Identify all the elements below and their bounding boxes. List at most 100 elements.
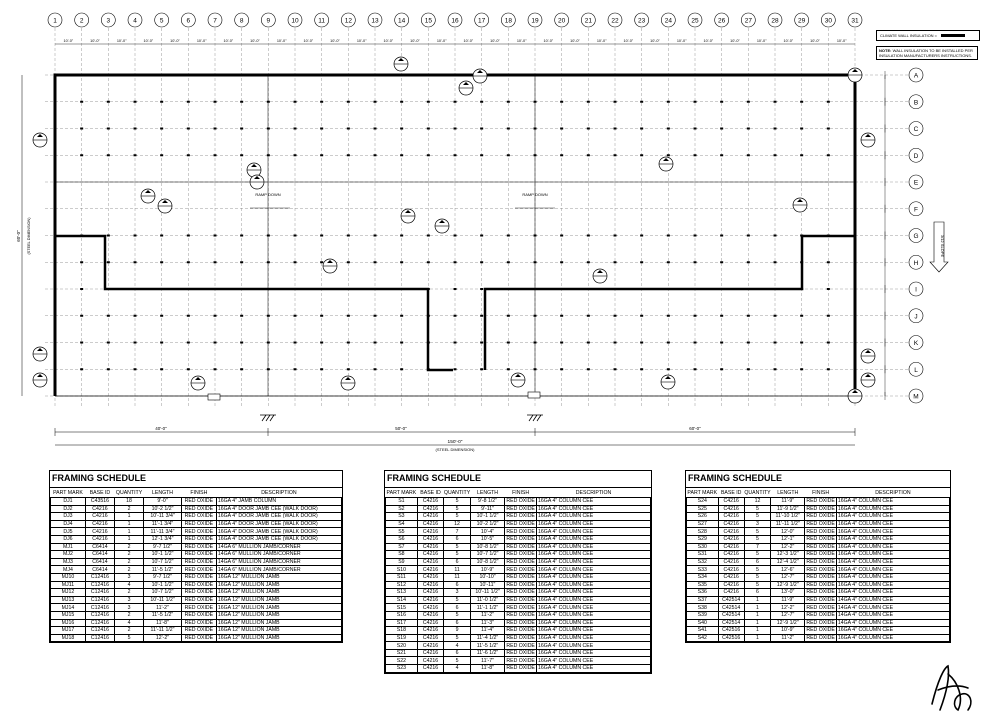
section-arrow: [162, 200, 168, 203]
column-member: [640, 234, 644, 237]
column-header: LENGTH: [770, 488, 805, 498]
legend-label: CLIMATE WALL INSULATION =: [880, 33, 938, 38]
table-cell: 12'-3 1/2": [770, 550, 806, 559]
column-member: [666, 261, 670, 264]
table-cell: DJ5: [50, 527, 86, 536]
table-cell: 5: [443, 550, 471, 559]
column-member: [133, 341, 137, 344]
table-cell: 9'-11": [469, 504, 506, 514]
column-member: [293, 234, 297, 237]
table-cell: RED OXIDE: [804, 610, 837, 620]
column-member: [613, 127, 617, 130]
table-cell: C4216: [416, 626, 445, 635]
table-cell: S17: [385, 618, 418, 628]
column-header: PART MARK: [50, 488, 86, 498]
column-member: [640, 341, 644, 344]
column-member: [640, 368, 644, 371]
column-label: 17: [478, 18, 486, 25]
height-note: (STEEL DIMENSION): [27, 217, 31, 255]
column-member: [746, 314, 750, 317]
table-cell: RED OXIDE: [804, 550, 837, 559]
column-member: [293, 341, 297, 344]
table-cell: 16GA 12" MULLION JAMB: [215, 588, 343, 597]
column-member: [320, 154, 324, 157]
row-label: I: [915, 287, 917, 294]
table-cell: RED OXIDE: [504, 580, 538, 590]
section-arrow: [37, 134, 43, 137]
column-member: [480, 288, 484, 290]
column-bubble: [287, 12, 303, 28]
section-arrow: [797, 199, 803, 202]
column-member: [106, 100, 110, 103]
column-member: [453, 100, 457, 103]
bay-dimension-label: 10'-0": [170, 39, 180, 43]
table-cell: C42514: [717, 610, 745, 620]
table-cell: C4216: [416, 504, 445, 514]
row-label: F: [914, 206, 918, 213]
column-member: [453, 368, 457, 371]
column-member: [133, 314, 137, 317]
note-label: NOTE:: [879, 48, 892, 53]
table-cell: S20: [385, 641, 418, 650]
table-cell: 12'-0": [770, 527, 806, 536]
column-label: 20: [558, 18, 566, 25]
table-cell: S5: [385, 527, 418, 536]
row-bubble: [908, 388, 924, 404]
column-member: [773, 234, 777, 237]
table-cell: 11'-3": [469, 618, 506, 628]
table-cell: C4216: [717, 512, 745, 521]
column-member: [293, 261, 297, 264]
table-cell: 14GA 4" COLUMN CEE: [835, 610, 951, 620]
bay-dimension-label: 10'-0": [277, 39, 287, 43]
table-cell: 14GA 6" MULLION JAMB/CORNER: [215, 550, 343, 559]
table-cell: C4216: [717, 572, 745, 582]
table-cell: MJ14: [50, 603, 86, 612]
table-cell: 12'-1": [770, 534, 806, 544]
column-member: [586, 127, 590, 130]
column-bubble: [154, 12, 169, 28]
column-member: [373, 127, 377, 130]
column-bubble: [101, 12, 116, 28]
row-label: H: [914, 260, 919, 267]
column-label: 10: [291, 18, 299, 25]
table-cell: 14GA 4" COLUMN CEE: [835, 618, 951, 628]
table-cell: S12: [385, 580, 418, 590]
column-bubble: [181, 12, 196, 28]
support-hatch: [260, 414, 276, 422]
table-cell: RED OXIDE: [804, 572, 837, 582]
table-cell: 11'-0 1/2": [469, 595, 506, 605]
column-member: [373, 154, 377, 157]
section-arrow: [254, 176, 260, 179]
table-cell: 11: [443, 565, 471, 574]
table-cell: 11'-2": [143, 603, 182, 612]
table-cell: 5: [443, 595, 471, 605]
column-member: [586, 100, 590, 103]
column-member: [80, 288, 84, 290]
table-cell: RED OXIDE: [504, 595, 538, 605]
column-member: [373, 368, 377, 371]
row-label: E: [914, 180, 919, 187]
table-cell: DJ2: [50, 504, 86, 514]
column-label: 16: [451, 18, 459, 25]
table-cell: DJ6: [50, 534, 86, 544]
table-cell: C12416: [84, 572, 116, 582]
column-member: [186, 368, 190, 371]
insulation-legend: CLIMATE WALL INSULATION =: [876, 30, 980, 41]
table-cell: C12416: [84, 626, 116, 635]
bay-dimension-label: 10'-0": [597, 39, 607, 43]
column-member: [773, 314, 777, 317]
column-member: [746, 100, 750, 103]
table-cell: C4216: [416, 565, 445, 574]
table-cell: 11'-11 3/4": [143, 527, 182, 536]
section-arrow: [345, 377, 351, 380]
table-cell: 12'-6": [770, 565, 806, 574]
column-member: [773, 127, 777, 130]
